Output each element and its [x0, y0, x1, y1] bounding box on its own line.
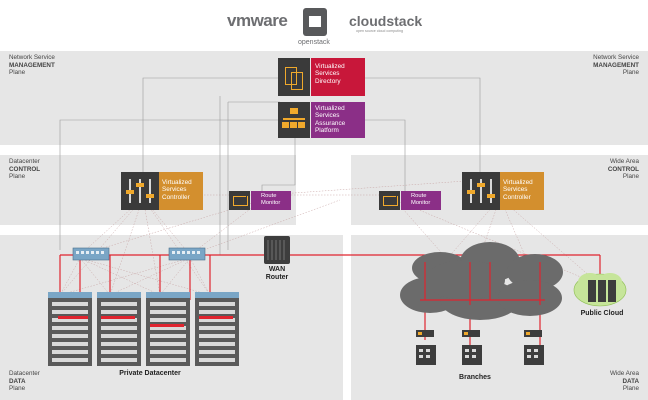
- public-cloud-icon: [573, 273, 627, 307]
- vsc-left-line-3: Controller: [162, 193, 190, 201]
- server-rack-3: [146, 292, 190, 366]
- branch-3-icon: [524, 330, 544, 365]
- private-datacenter-label: Private Datacenter: [119, 370, 181, 377]
- server-rack-2: [97, 292, 141, 366]
- route-monitor-left-line-1: Route: [261, 193, 277, 199]
- management-links: [59, 77, 481, 255]
- vsap-line-1: Virtualized: [315, 105, 345, 112]
- cloudstack-tagline: open source cloud computing: [356, 29, 403, 33]
- vsc-left-line-1: Virtualized: [162, 179, 192, 186]
- vsc-left-line-2: Services: [162, 186, 187, 194]
- openstack-logo: openstack: [298, 39, 330, 46]
- server-rack-4: [195, 292, 239, 366]
- vsap-line-4: Platform: [315, 126, 339, 134]
- route-monitor-right-line-2: Monitor: [411, 200, 431, 206]
- vsd-line-2: Services: [315, 70, 340, 78]
- wan-router-icon: [264, 236, 290, 264]
- vsap-line-2: Services: [315, 112, 340, 120]
- route-monitor-right-line-1: Route: [411, 193, 427, 199]
- dc-switch-left: [72, 247, 110, 261]
- vsap-label-box[interactable]: Virtualized Services Assurance Platform: [311, 102, 365, 138]
- vsd-line-3: Directory: [315, 77, 341, 85]
- wan-cloud: [400, 242, 563, 320]
- vsap-icon-box: [278, 102, 310, 138]
- route-monitor-left-icon-box: [229, 191, 250, 210]
- vsd-icon-box: [278, 58, 310, 96]
- route-monitor-right-icon-box: [379, 191, 400, 210]
- branch-2-icon: [462, 330, 482, 365]
- openstack-logo-mark: [303, 8, 327, 36]
- dc-switch-right: [168, 247, 206, 261]
- vmware-logo: vmware: [227, 11, 288, 30]
- route-monitor-left-label-box[interactable]: Route Monitor: [251, 191, 291, 210]
- branches-label: Branches: [459, 374, 491, 381]
- public-cloud-label: Public Cloud: [580, 310, 624, 317]
- branch-1-icon: [416, 330, 436, 365]
- vsc-right-line-3: Controller: [503, 193, 531, 201]
- cloudstack-logo: cloudstack: [349, 13, 423, 29]
- route-monitor-right-label-box[interactable]: Route Monitor: [401, 191, 441, 210]
- vsc-left-icon-box: [121, 172, 159, 210]
- vsc-right-label-box[interactable]: Virtualized Services Controller: [500, 172, 544, 210]
- route-monitor-left-line-2: Monitor: [261, 200, 281, 206]
- vsd-line-1: Virtualized: [315, 63, 345, 70]
- cloud-red-links: [420, 262, 545, 305]
- vsc-left-label-box[interactable]: Virtualized Services Controller: [159, 172, 203, 210]
- wan-router-label: WAN Router: [265, 266, 289, 281]
- vsc-right-icon-box: [462, 172, 500, 210]
- vsc-right-line-2: Services: [503, 186, 528, 194]
- vsap-line-3: Assurance: [315, 119, 346, 127]
- vsc-right-line-1: Virtualized: [503, 179, 533, 186]
- vsd-label-box[interactable]: Virtualized Services Directory: [311, 58, 365, 96]
- server-rack-1: [48, 292, 92, 366]
